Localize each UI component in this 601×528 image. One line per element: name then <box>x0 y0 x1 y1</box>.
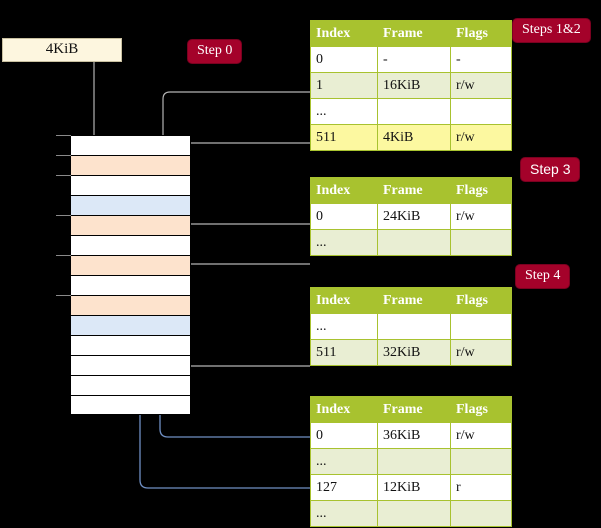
cell-frame <box>377 229 451 256</box>
cell-flags <box>450 98 512 125</box>
cell-flags <box>450 229 512 256</box>
column-header-index: Index <box>310 287 378 314</box>
wire-step4 <box>171 314 310 367</box>
memory-row-tick <box>56 255 71 256</box>
cell-frame: - <box>377 46 451 73</box>
cell-index: ... <box>310 229 378 256</box>
memory-frame-row <box>70 255 191 275</box>
memory-frame-row <box>70 395 191 415</box>
cell-frame: 36KiB <box>377 422 451 449</box>
memory-frame-row <box>70 355 191 375</box>
cell-frame <box>377 500 451 527</box>
cell-frame: 24KiB <box>377 203 451 230</box>
cell-index: 511 <box>310 339 378 366</box>
memory-frame-row <box>70 235 191 255</box>
memory-frame-row <box>70 335 191 355</box>
cell-flags: - <box>450 46 512 73</box>
badge-steps-1-2: Steps 1&2 <box>513 19 590 42</box>
column-header-frame: Frame <box>377 177 451 204</box>
cell-flags: r/w <box>450 339 512 366</box>
memory-row-tick <box>56 155 71 156</box>
cell-flags <box>450 448 512 475</box>
badge-step-0: Step 0 <box>188 40 242 63</box>
column-header-index: Index <box>310 20 378 47</box>
cell-frame: 12KiB <box>377 474 451 501</box>
cell-index: 0 <box>310 422 378 449</box>
memory-row-tick <box>56 175 71 176</box>
column-header-flags: Flags <box>450 396 512 423</box>
memory-frame-row <box>70 315 191 335</box>
table-row: ... <box>310 500 512 527</box>
column-header-frame: Frame <box>377 396 451 423</box>
cell-index: ... <box>310 500 378 527</box>
cell-frame <box>377 448 451 475</box>
column-header-index: Index <box>310 396 378 423</box>
cell-index: 511 <box>310 124 378 151</box>
cell-frame: 16KiB <box>377 72 451 99</box>
table-row: ... <box>310 448 512 475</box>
cell-flags: r/w <box>450 124 512 151</box>
cell-index: ... <box>310 98 378 125</box>
cell-index: 1 <box>310 72 378 99</box>
badge-step-4: Step 4 <box>516 265 570 288</box>
memory-frame-row <box>70 375 191 395</box>
badge-step-3: Step 3 <box>521 158 580 181</box>
cell-frame: 32KiB <box>377 339 451 366</box>
source-frame-label: 4KiB <box>45 41 79 57</box>
cell-index: ... <box>310 448 378 475</box>
cell-flags: r/w <box>450 72 512 99</box>
memory-row-tick <box>56 295 71 296</box>
column-header-flags: Flags <box>450 287 512 314</box>
memory-frame-row <box>70 135 191 155</box>
cell-index: ... <box>310 313 378 340</box>
memory-frame-row <box>70 155 191 175</box>
cell-flags <box>450 500 512 527</box>
table-row: 0-- <box>310 46 512 73</box>
column-header-frame: Frame <box>377 287 451 314</box>
memory-frame-row <box>70 295 191 315</box>
cell-frame: 4KiB <box>377 124 451 151</box>
memory-row-tick <box>56 215 71 216</box>
table-row: ... <box>310 229 512 256</box>
cell-flags: r/w <box>450 422 512 449</box>
memory-frame-row <box>70 275 191 295</box>
memory-frame-row <box>70 195 191 215</box>
table-row: ... <box>310 98 512 125</box>
cell-index: 127 <box>310 474 378 501</box>
cell-flags: r <box>450 474 512 501</box>
memory-frame-row <box>70 215 191 235</box>
column-header-flags: Flags <box>450 177 512 204</box>
cell-frame <box>377 98 451 125</box>
wire-step3 <box>177 223 310 247</box>
cell-frame <box>377 313 451 340</box>
table-row: ... <box>310 313 512 340</box>
column-header-index: Index <box>310 177 378 204</box>
column-header-frame: Frame <box>377 20 451 47</box>
cell-flags <box>450 313 512 340</box>
cell-index: 0 <box>310 203 378 230</box>
cell-index: 0 <box>310 46 378 73</box>
memory-frame-row <box>70 175 191 195</box>
source-frame-box: 4KiB <box>2 38 122 62</box>
cell-flags: r/w <box>450 203 512 230</box>
column-header-flags: Flags <box>450 20 512 47</box>
physical-memory-column <box>56 135 191 415</box>
memory-row-tick <box>56 135 71 136</box>
